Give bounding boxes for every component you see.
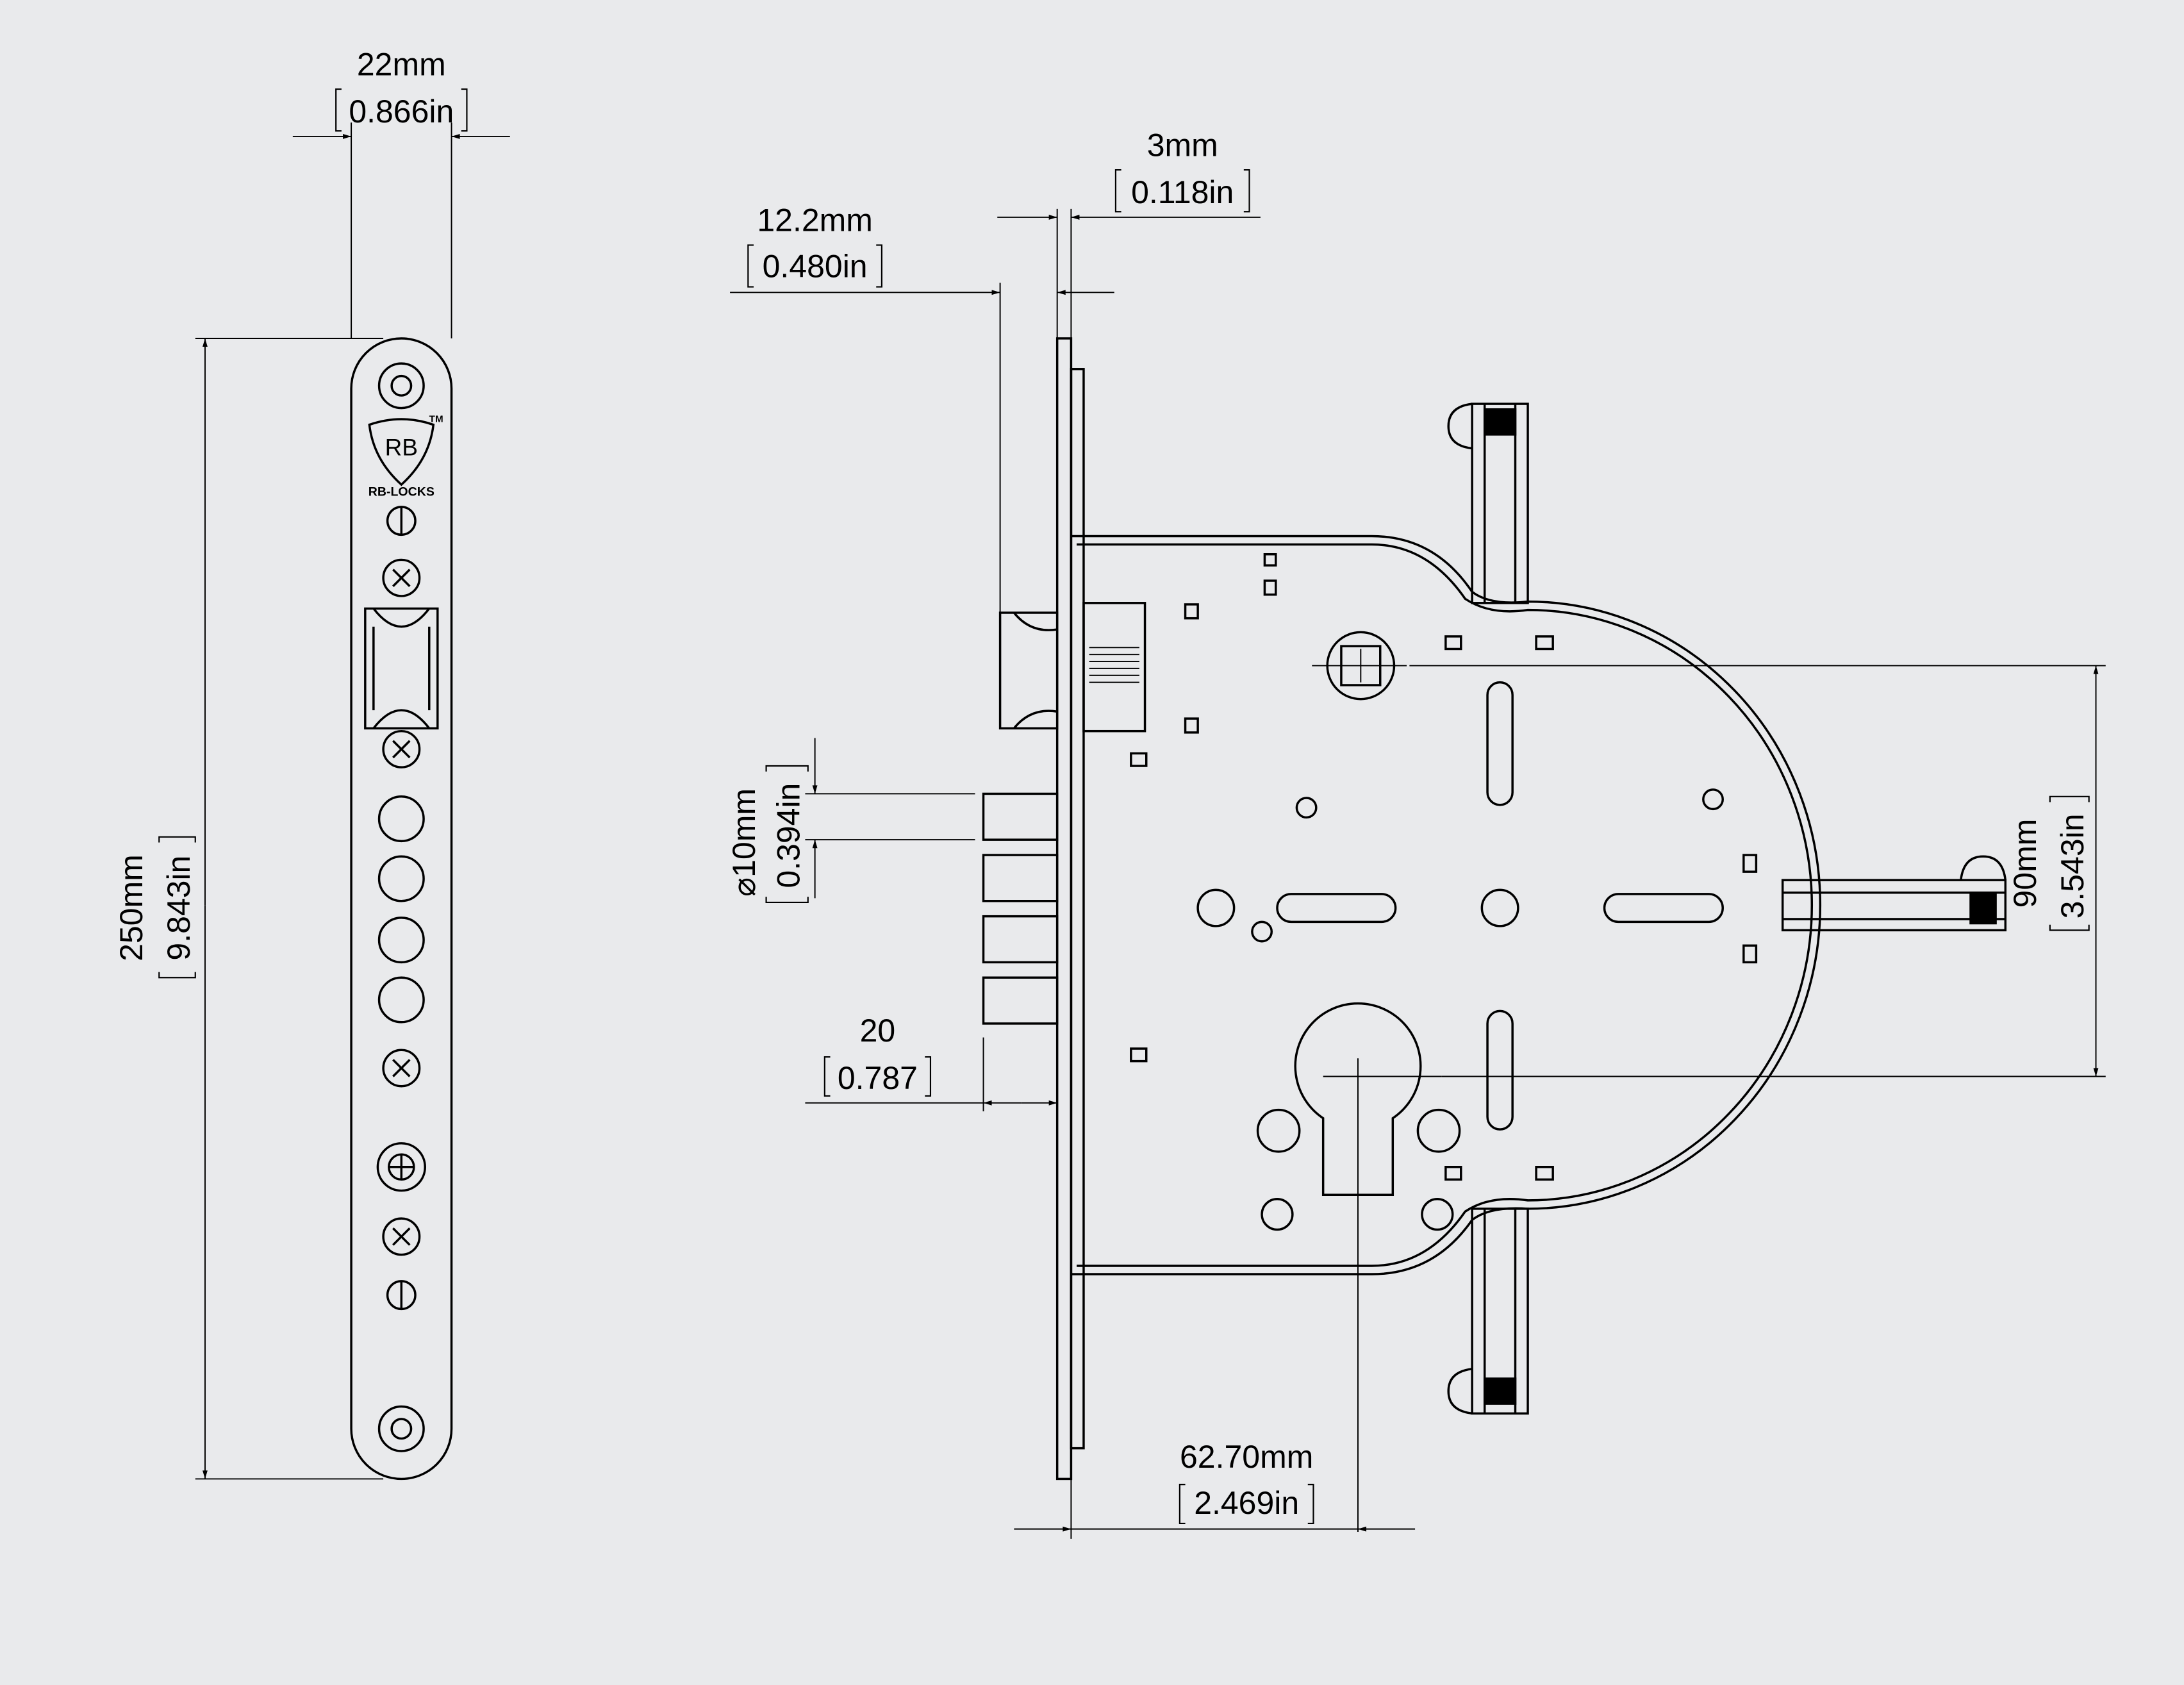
latch-spring [1089,647,1139,683]
dimension-bolt-diameter: ⌀10mm 0.394in [726,738,975,904]
slot [1603,893,1724,924]
phillips-screw-icon [382,729,421,768]
phillips-screw-icon [382,1217,421,1256]
faceplate-side [1055,337,1073,1481]
phillips-screw-icon [382,558,421,597]
latch-bolt [998,611,1059,730]
dimension-center-distance: 90mm 3.543in [1409,665,2106,1077]
faceplate-front-view: RB TM RB-LOCKS [350,337,453,1481]
dim-in: 0.118in [1131,174,1234,210]
dim-mm: 22mm [357,46,446,82]
dim-mm: 62.70mm [1180,1439,1313,1475]
rod-top [1447,403,1529,604]
dim-mm: 250mm [113,854,149,961]
cylinder-cutout [1294,1002,1422,1196]
dim-in: 0.787 [838,1060,918,1096]
dead-bolt [982,854,1059,902]
logo-trademark: TM [429,413,443,424]
dead-bolt [982,915,1059,964]
lock-side-view [982,337,2007,1532]
slot [1486,681,1514,806]
dim-mm: 10mm [726,788,762,877]
bolt-hole [377,976,425,1024]
dim-mm: 20 [860,1013,896,1049]
dim-in: 0.866in [349,94,454,129]
dimension-latch-projection: 12.2mm 0.480in [730,203,1114,613]
latch-opening [364,607,439,730]
mounting-hole-bottom [377,1405,425,1452]
slotted-screw-icon [386,1280,417,1311]
dim-in: 3.543in [2055,813,2090,918]
dead-bolt [982,976,1059,1025]
bolt-hole [377,795,425,843]
mounting-hole-top [377,362,425,410]
dimension-bolt-throw: 20 0.787 [805,1013,1057,1111]
slot [1486,1009,1514,1131]
slotted-screw-icon [386,506,417,536]
dim-mm: 90mm [2007,819,2043,908]
bolt-hole [377,855,425,902]
dead-bolt [982,792,1059,841]
rod-bottom [1447,1208,1529,1415]
dimension-plate-thickness: 3mm 0.118in [997,127,1261,369]
mounting-plate [1070,368,1085,1450]
diameter-symbol: ⌀ [726,877,762,897]
cross-screw-icon [376,1142,427,1192]
dim-in: 2.469in [1194,1485,1299,1521]
dim-mm: 12.2mm [757,203,873,238]
dimension-backset: 62.70mm 2.469in [1014,1439,1416,1539]
latch-housing [1082,602,1146,733]
logo-letters: RB [385,434,418,460]
svg-text:⌀10mm: ⌀10mm [726,788,762,897]
handle-spindle [1312,631,1407,701]
dimension-faceplate-height: 250mm 9.843in [113,337,384,1480]
slot [1276,893,1397,924]
rod-right [1781,855,2007,932]
dimension-faceplate-width: 22mm 0.866in [292,46,510,338]
dim-in: 9.843in [161,856,197,961]
logo-name: RB-LOCKS [368,485,434,499]
dim-in: 0.394in [771,783,807,888]
dim-mm: 3mm [1147,127,1218,163]
faceplate-outline [350,337,453,1481]
dim-in: 0.480in [763,248,868,284]
bolt-hole [377,917,425,964]
brand-logo: RB TM RB-LOCKS [368,413,443,499]
phillips-screw-icon [382,1049,421,1088]
